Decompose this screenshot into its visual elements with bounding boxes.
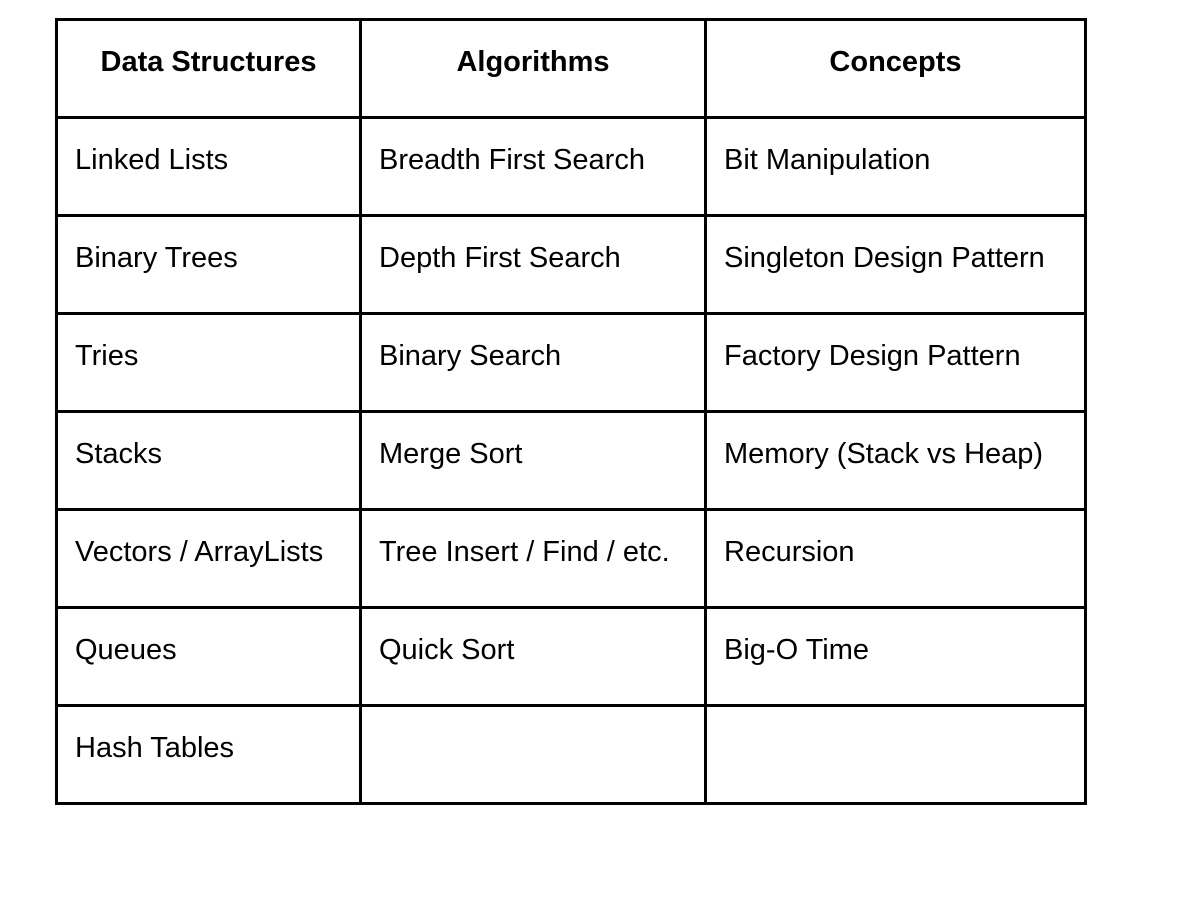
table-header-row: Data Structures Algorithms Concepts (55, 18, 1087, 119)
table-row: Stacks Merge Sort Memory (Stack vs Heap) (55, 410, 1087, 511)
header-data-structures: Data Structures (55, 18, 362, 119)
table-cell: Binary Search (359, 312, 707, 413)
cell-text: Big-O Time (724, 634, 870, 666)
cell-text: Tries (75, 340, 139, 372)
cell-text: Bit Manipulation (724, 144, 931, 176)
cell-text: Vectors / ArrayLists (75, 536, 324, 568)
table-cell: Vectors / ArrayLists (55, 508, 362, 609)
table-row: Linked Lists Breadth First Search Bit Ma… (55, 116, 1087, 217)
table-cell: Hash Tables (55, 704, 362, 805)
cell-text: Stacks (75, 438, 163, 470)
cell-text: Quick Sort (379, 634, 515, 666)
cell-text: Linked Lists (75, 144, 229, 176)
table-cell: Depth First Search (359, 214, 707, 315)
table-row: Vectors / ArrayLists Tree Insert / Find … (55, 508, 1087, 609)
table-cell: Big-O Time (704, 606, 1087, 707)
table-cell: Tries (55, 312, 362, 413)
table-row: Binary Trees Depth First Search Singleto… (55, 214, 1087, 315)
table-cell: Bit Manipulation (704, 116, 1087, 217)
header-concepts: Concepts (704, 18, 1087, 119)
header-algorithms: Algorithms (359, 18, 707, 119)
table-cell: Linked Lists (55, 116, 362, 217)
cell-text (724, 709, 1083, 732)
cell-text: Singleton Design Pattern (724, 242, 1045, 274)
table-row: Tries Binary Search Factory Design Patte… (55, 312, 1087, 413)
cell-text: Factory Design Pattern (724, 340, 1021, 372)
table-cell: Binary Trees (55, 214, 362, 315)
cell-text: Tree Insert / Find / etc. (379, 536, 670, 568)
cell-text: Memory (Stack vs Heap) (724, 438, 1044, 470)
table-row: Hash Tables (55, 704, 1087, 805)
table-cell: Factory Design Pattern (704, 312, 1087, 413)
cell-text: Depth First Search (379, 242, 621, 274)
table-cell (359, 704, 707, 805)
table-cell: Recursion (704, 508, 1087, 609)
table-cell: Quick Sort (359, 606, 707, 707)
table-cell: Merge Sort (359, 410, 707, 511)
cell-text: Hash Tables (75, 732, 235, 764)
cell-text: Binary Trees (75, 242, 238, 274)
table-cell: Queues (55, 606, 362, 707)
table-cell: Stacks (55, 410, 362, 511)
header-label: Data Structures (100, 46, 317, 78)
cell-text: Queues (75, 634, 177, 666)
table-cell: Singleton Design Pattern (704, 214, 1087, 315)
table-cell: Tree Insert / Find / etc. (359, 508, 707, 609)
cell-text: Breadth First Search (379, 144, 645, 176)
header-label: Algorithms (456, 46, 610, 78)
table-cell (704, 704, 1087, 805)
cell-text (379, 709, 703, 732)
cell-text: Recursion (724, 536, 855, 568)
table-cell: Memory (Stack vs Heap) (704, 410, 1087, 511)
topics-table: Data Structures Algorithms Concepts Link… (55, 18, 1087, 805)
table-row: Queues Quick Sort Big-O Time (55, 606, 1087, 707)
cell-text: Binary Search (379, 340, 562, 372)
header-label: Concepts (829, 46, 962, 78)
cell-text: Merge Sort (379, 438, 523, 470)
table-cell: Breadth First Search (359, 116, 707, 217)
